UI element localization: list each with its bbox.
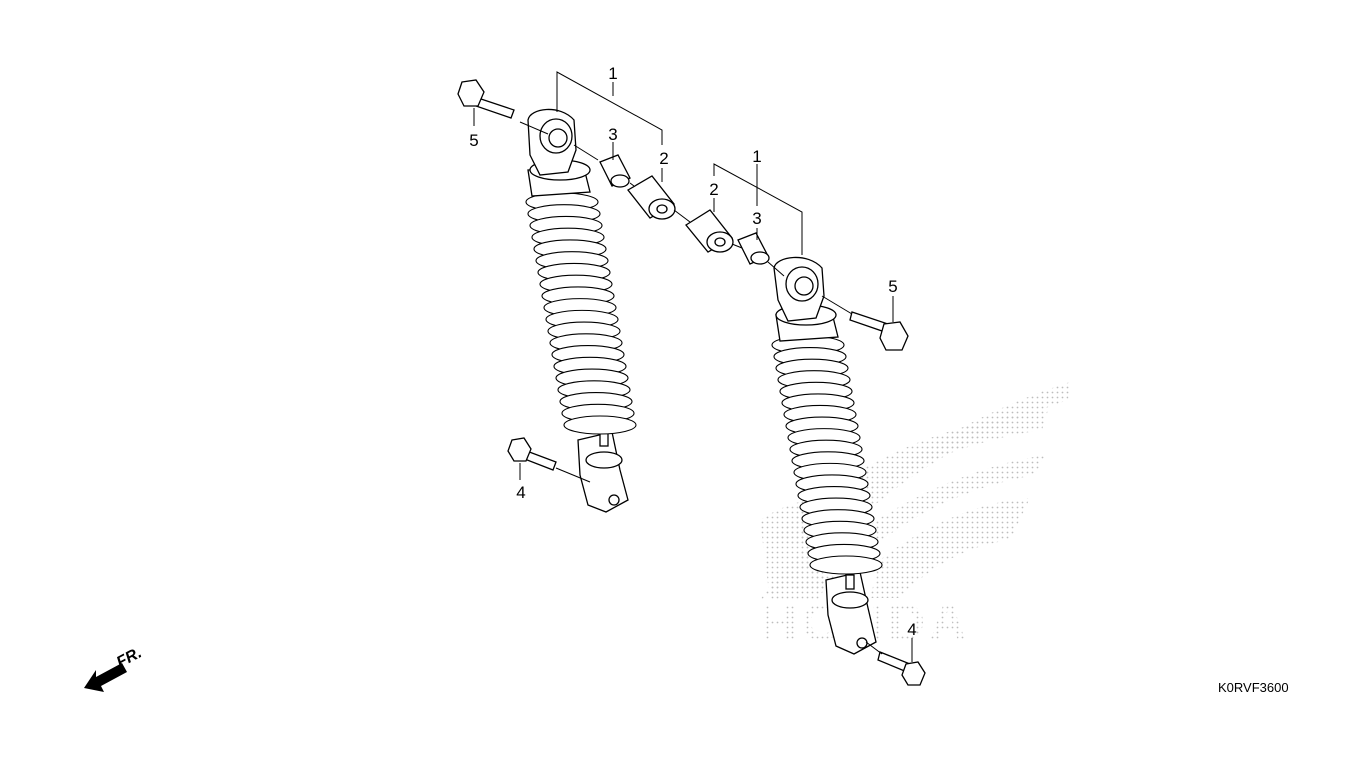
diagram-code: K0RVF3600 <box>1218 680 1289 695</box>
right-lower-bolt-part-4 <box>877 651 926 686</box>
left-shock-absorber <box>525 108 637 513</box>
leader-lines <box>473 71 913 662</box>
left-bushing-part-2 <box>627 175 676 220</box>
spring-coil <box>563 415 637 435</box>
right-upper-bolt-part-5 <box>849 311 909 351</box>
spring-coil <box>809 555 883 575</box>
callout-left-1: 1 <box>608 64 617 83</box>
front-arrow-icon <box>84 663 127 692</box>
right-spring-coils <box>771 335 883 575</box>
callout-left-5: 5 <box>469 131 478 150</box>
left-lower-bolt-part-4 <box>507 437 557 471</box>
callout-left-2: 2 <box>659 149 668 168</box>
right-shock-absorber <box>771 256 883 655</box>
left-spring-coils <box>525 192 637 435</box>
callout-right-5: 5 <box>888 277 897 296</box>
left-collar-part-3 <box>599 154 631 188</box>
left-upper-bolt-part-5 <box>457 79 515 119</box>
callout-right-3: 3 <box>752 209 761 228</box>
right-bushing-part-2 <box>685 209 734 253</box>
front-direction-indicator: FR. <box>84 644 145 692</box>
callout-right-1: 1 <box>752 147 761 166</box>
callout-left-3: 3 <box>608 125 617 144</box>
right-collar-part-3 <box>737 232 770 265</box>
callout-left-4: 4 <box>516 483 525 502</box>
callout-right-2: 2 <box>709 180 718 199</box>
callout-right-4: 4 <box>907 620 916 639</box>
